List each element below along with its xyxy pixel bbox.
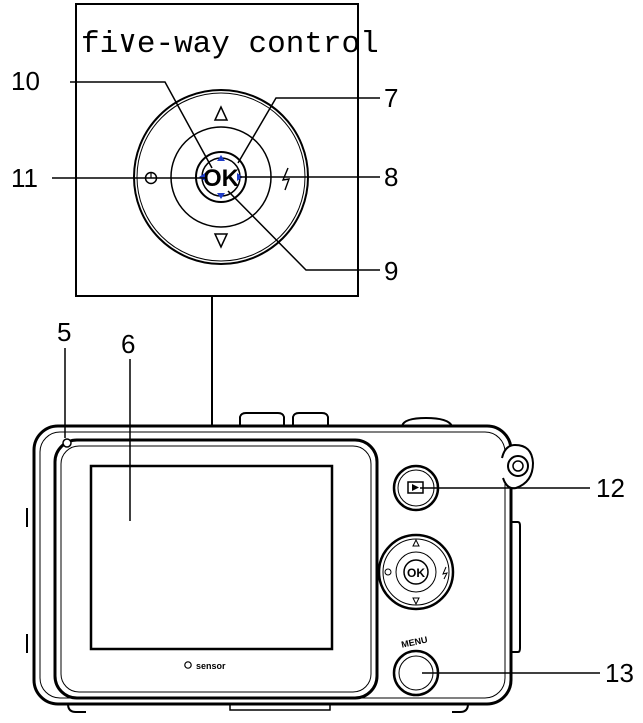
- top-button-left: [239, 412, 285, 426]
- leader-10: [70, 81, 213, 169]
- device-up-icon: [412, 538, 420, 547]
- callout-10: 10: [11, 66, 40, 96]
- screen-bezel-inner: [60, 445, 372, 693]
- callout-9: 9: [384, 256, 398, 286]
- leader-7: [237, 97, 380, 164]
- sensor-dot: [184, 661, 192, 669]
- callout-5: 5: [57, 317, 71, 347]
- callout-13: 13: [605, 658, 634, 688]
- top-dial: [401, 416, 453, 427]
- ok-button-label[interactable]: OK: [203, 165, 240, 192]
- callout-numbers: 10 7 8 9 11 5 6 12 13: [11, 66, 634, 688]
- device-ok-label[interactable]: OK: [407, 566, 425, 580]
- device-down-icon: [412, 597, 420, 606]
- callout-8: 8: [384, 162, 398, 192]
- side-grip: [511, 521, 521, 653]
- lcd-screen: [89, 464, 334, 651]
- indicator-lamp: [62, 438, 72, 448]
- bottom-ridge: [229, 704, 331, 711]
- top-button-right: [292, 412, 329, 426]
- camera-body: sensor OK MENU: [26, 412, 535, 713]
- ok-direction-marks: [199, 155, 243, 199]
- foot-right: [452, 703, 469, 713]
- inset-panel: fi∨e-way control OK: [75, 3, 379, 297]
- foot-left: [67, 703, 86, 713]
- callout-7: 7: [384, 83, 398, 113]
- triangle-down-icon[interactable]: [213, 233, 229, 249]
- ok-mark-up: [217, 155, 225, 161]
- callout-12: 12: [596, 473, 625, 503]
- play-triangle-icon: [412, 484, 419, 491]
- inset-title: fi∨e-way control: [81, 27, 379, 62]
- ok-mark-left: [199, 173, 205, 181]
- device-timer-icon: [384, 568, 392, 576]
- callout-6: 6: [121, 329, 135, 359]
- callout-11: 11: [11, 163, 38, 193]
- strap-loop: [501, 443, 535, 490]
- triangle-up-icon[interactable]: [213, 105, 229, 121]
- device-flash-icon: [442, 566, 448, 580]
- flash-icon[interactable]: [281, 167, 291, 191]
- ok-mark-down: [217, 193, 225, 199]
- sensor-label: sensor: [196, 661, 226, 671]
- device-dpad[interactable]: OK: [377, 533, 455, 611]
- leader-9: [227, 190, 380, 271]
- leader-lines: [52, 81, 600, 674]
- inset-frame: [75, 3, 359, 297]
